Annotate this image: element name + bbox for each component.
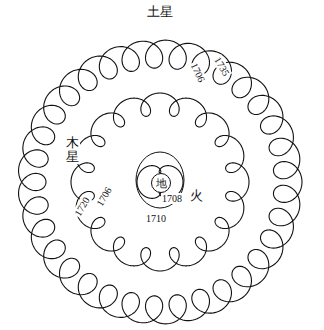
year-label: 1710 bbox=[145, 213, 167, 224]
year-label: 1708 bbox=[161, 193, 183, 204]
year-label: 1706 bbox=[188, 60, 207, 85]
inner-orbit bbox=[136, 152, 184, 208]
planet-name: 火 bbox=[189, 189, 204, 203]
jupiter-loops bbox=[71, 93, 249, 271]
saturn-loops bbox=[19, 40, 302, 324]
planet-name: 木星 bbox=[65, 136, 80, 165]
year-label: 1735 bbox=[212, 54, 233, 79]
year-label: 1720 bbox=[72, 194, 93, 219]
earth-circle: 地 bbox=[151, 173, 171, 193]
planet-name: 土星 bbox=[146, 5, 174, 19]
year-label: 1706 bbox=[94, 184, 115, 209]
planet-name: 地 bbox=[156, 178, 167, 189]
